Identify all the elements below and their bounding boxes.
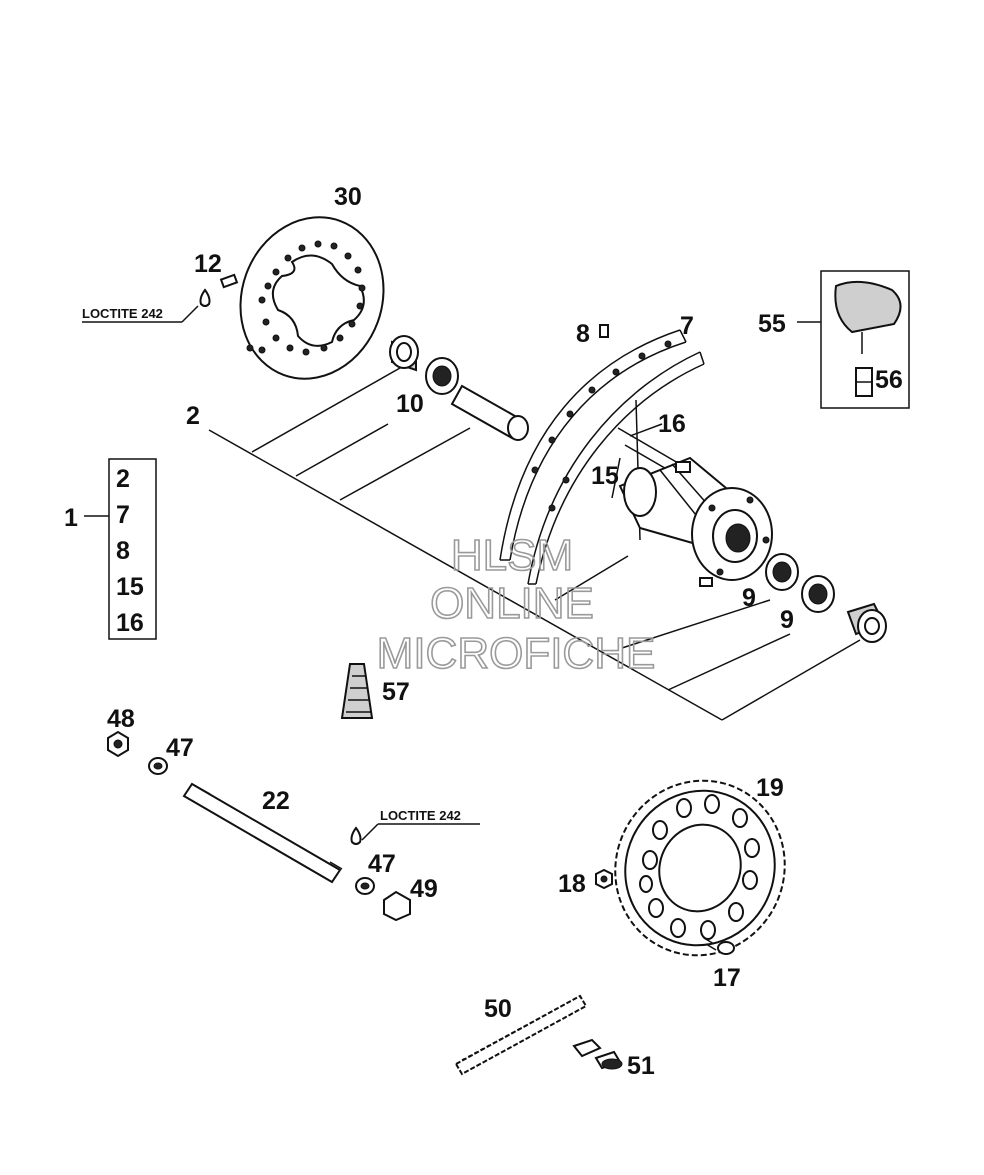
callout-16: 16 [658,410,686,438]
callout-9-upper: 9 [742,584,756,612]
bearing-right-2 [801,575,835,613]
kit-box [108,458,157,640]
hub [618,456,773,587]
callout-47-top: 47 [166,734,194,762]
axle-nut-49 [383,890,411,922]
callout-17: 17 [713,964,741,992]
master-link [572,1038,623,1070]
callout-47-bottom: 47 [368,850,396,878]
watermark-line-3: MICROFICHE [377,629,656,678]
valve-cap [834,280,902,354]
callout-22: 22 [262,787,290,815]
callout-2: 2 [186,402,200,430]
callout-12: 12 [194,250,222,278]
watermark-line-1: HLSM [451,531,573,580]
callout-51: 51 [627,1052,655,1080]
callout-48: 48 [107,705,135,733]
callout-9-lower: 9 [780,606,794,634]
sprocket-bolt-17 [703,937,735,955]
axle-nut-48 [107,730,129,758]
callout-7: 7 [680,312,694,340]
spoke-nipple [599,324,609,338]
kit-item-2: 2 [116,465,130,493]
chain [454,994,588,1076]
callout-57: 57 [382,678,410,706]
sprocket-nut-18 [595,868,613,890]
callout-49: 49 [410,875,438,903]
callout-15: 15 [591,462,619,490]
bearing-right-1 [765,553,799,591]
axle-loctite-drop [350,826,362,845]
valve-box [820,270,910,409]
callout-55: 55 [758,310,786,338]
kit-item-8: 8 [116,537,130,565]
washer-47-bottom [355,877,375,895]
spacer-right [846,602,887,643]
assembly-lines [208,367,861,721]
loctite-label-axle: LOCTITE 242 [380,808,461,823]
callout-56: 56 [875,366,903,394]
distance-sleeve [450,384,529,441]
sprocket [614,779,786,957]
valve-tube-57 [340,663,374,719]
bearing-upper [425,357,459,395]
brake-disc [239,216,385,380]
washer-47-top [148,757,168,775]
callout-8: 8 [576,320,590,348]
kit-item-7: 7 [116,501,130,529]
callout-10: 10 [396,390,424,418]
watermark-line-2: ONLINE [430,579,594,628]
callout-1: 1 [64,504,78,532]
callout-30: 30 [334,183,362,211]
kit-item-15: 15 [116,573,144,601]
axle [182,782,343,884]
loctite-label-top: LOCTITE 242 [82,306,163,321]
valve-insert [855,367,873,397]
disc-bolt [199,273,239,307]
spacer-bush [389,335,419,372]
callout-50: 50 [484,995,512,1023]
callout-18: 18 [558,870,586,898]
rim [499,329,705,585]
kit-item-16: 16 [116,609,144,637]
callout-19: 19 [756,774,784,802]
